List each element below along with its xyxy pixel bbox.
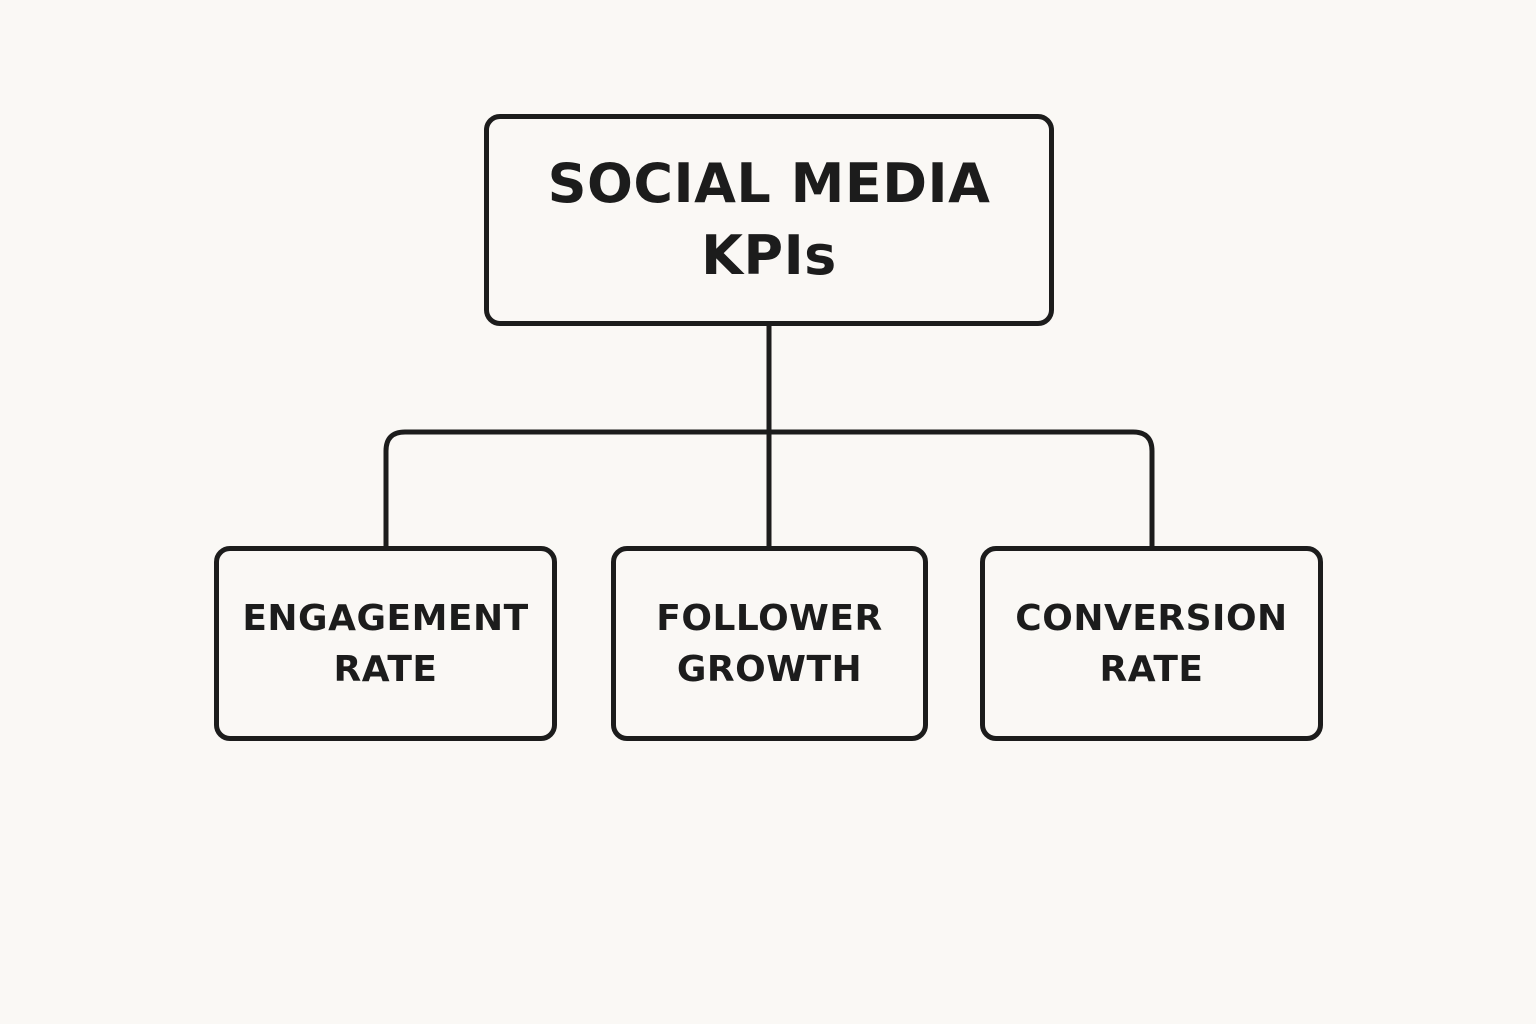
child-node-label-line-1: FOLLOWER	[656, 597, 883, 639]
child-node-label-line-1: ENGAGEMENT	[242, 597, 529, 639]
child-node-conversion-rate: CONVERSION RATE	[980, 546, 1323, 741]
root-node-line-1: SOCIAL MEDIA	[547, 152, 991, 215]
child-node-label-line-2: RATE	[333, 648, 438, 690]
connector-branch-bar	[383, 429, 1155, 546]
child-node-engagement-rate: ENGAGEMENT RATE	[214, 546, 557, 741]
root-node-line-2: KPIs	[701, 224, 837, 287]
child-node-label-line-2: RATE	[1099, 648, 1204, 690]
root-node-social-media-kpis: SOCIAL MEDIA KPIs	[484, 114, 1054, 326]
child-node-label-line-1: CONVERSION	[1015, 597, 1288, 639]
child-node-follower-growth: FOLLOWER GROWTH	[611, 546, 928, 741]
child-node-label-line-2: GROWTH	[676, 648, 863, 690]
